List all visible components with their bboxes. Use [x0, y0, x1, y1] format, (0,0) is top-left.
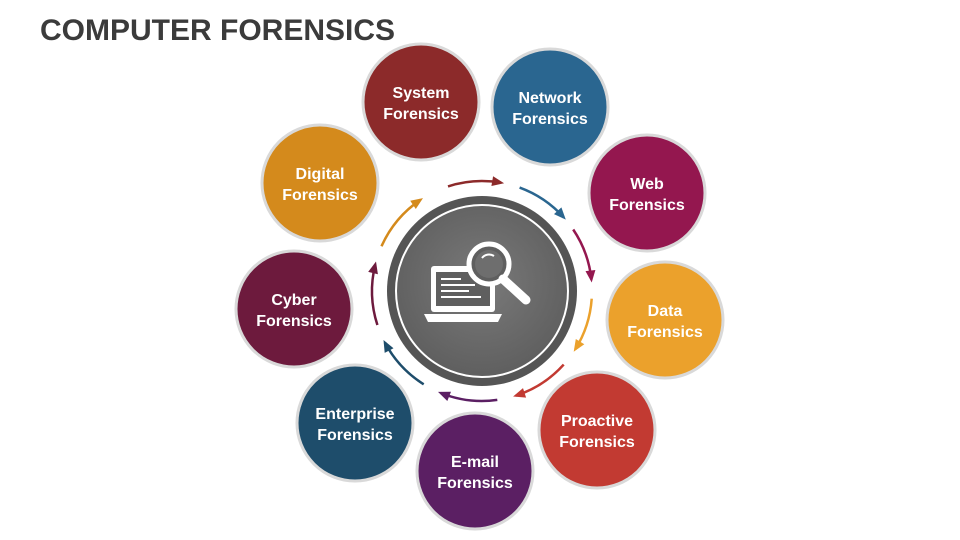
- node-label-line1: Proactive: [561, 413, 633, 430]
- node-label-line2: Forensics: [437, 475, 513, 492]
- central-hub: [387, 196, 577, 386]
- node-enterprise-forensics[interactable]: Enterprise Forensics: [295, 363, 415, 483]
- node-data-forensics[interactable]: Data Forensics: [605, 260, 725, 380]
- page-title: COMPUTER FORENSICS: [40, 14, 396, 47]
- node-label-line1: E-mail: [451, 454, 499, 471]
- node-label-line1: Web: [630, 176, 664, 193]
- node-label-line1: Digital: [296, 166, 345, 183]
- arrowhead: [438, 391, 451, 401]
- node-label-line1: System: [393, 85, 450, 102]
- arrowhead: [368, 261, 378, 275]
- node-label-line1: Data: [648, 303, 683, 320]
- node-digital-forensics[interactable]: Digital Forensics: [260, 123, 380, 243]
- arrowhead: [383, 340, 394, 353]
- node-label-line1: Enterprise: [315, 406, 394, 423]
- node-system-forensics[interactable]: System Forensics: [361, 42, 481, 162]
- cycle-arrows: [368, 176, 596, 403]
- forensics-nodes: System Forensics Network Forensics Web F…: [234, 42, 725, 531]
- node-label-line2: Forensics: [383, 106, 459, 123]
- node-label-line2: Forensics: [256, 313, 332, 330]
- node-label-line2: Forensics: [609, 197, 685, 214]
- arrowhead: [573, 339, 585, 352]
- node-label-line1: Cyber: [271, 292, 316, 309]
- arrowhead: [585, 270, 596, 283]
- node-label-line2: Forensics: [559, 434, 635, 451]
- arrowhead: [513, 388, 527, 398]
- node-proactive-forensics[interactable]: Proactive Forensics: [537, 370, 657, 490]
- node-cyber-forensics[interactable]: Cyber Forensics: [234, 249, 354, 369]
- node-label-line2: Forensics: [627, 324, 703, 341]
- node-web-forensics[interactable]: Web Forensics: [587, 133, 707, 253]
- arrowhead: [491, 176, 505, 186]
- node-label-line1: Network: [518, 90, 581, 107]
- node-label-line2: Forensics: [512, 111, 588, 128]
- node-network-forensics[interactable]: Network Forensics: [490, 47, 610, 167]
- magnifier-laptop-icon: [424, 241, 531, 322]
- node-email-forensics[interactable]: E-mail Forensics: [415, 411, 535, 531]
- arrowhead: [410, 198, 423, 209]
- arrowhead: [554, 207, 566, 220]
- node-label-line2: Forensics: [317, 427, 393, 444]
- node-label-line2: Forensics: [282, 187, 358, 204]
